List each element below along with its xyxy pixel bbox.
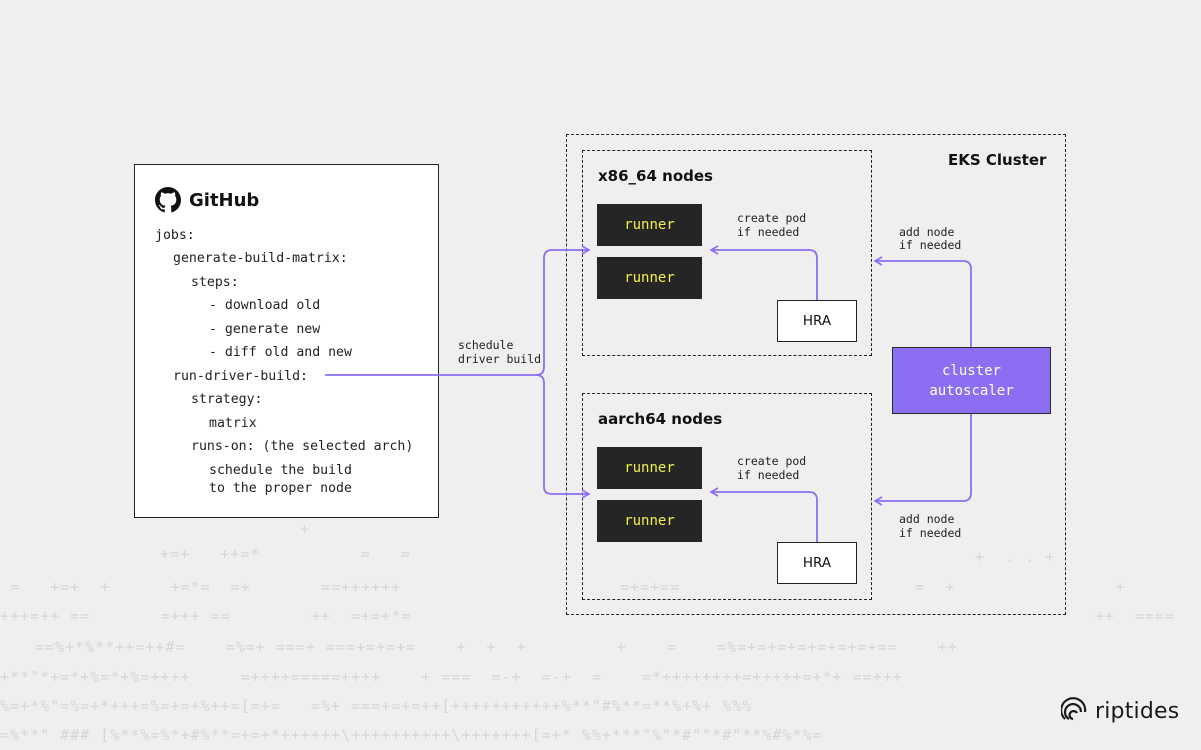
add-node-bottom-line2: if needed	[899, 526, 962, 540]
aarch64-nodes-title: aarch64 nodes	[598, 410, 723, 428]
x86-hra-arrow	[709, 245, 818, 300]
schedule-label-line1: schedule	[458, 338, 514, 352]
code-line-jobs: jobs:	[155, 228, 195, 243]
add-node-bottom-line1: add node	[899, 512, 955, 526]
eks-cluster-boundary	[566, 134, 1066, 615]
github-header: GitHub	[155, 187, 259, 213]
code-line-diff: - diff old and new	[209, 345, 352, 360]
add-node-top-line1: add node	[899, 225, 955, 239]
autoscaler-arrow-top	[873, 256, 972, 347]
code-line-schedule-build: schedule the build	[209, 463, 352, 478]
schedule-arrow-to-aarch64	[535, 374, 591, 499]
github-workflow-panel: GitHub jobs: generate-build-matrix: step…	[134, 164, 439, 518]
x86-create-pod-line2: if needed	[737, 225, 800, 239]
github-icon	[155, 187, 181, 213]
autoscaler-line1: cluster	[941, 362, 1001, 379]
code-line-generate-new: - generate new	[209, 322, 321, 337]
riptides-logo-icon	[1060, 695, 1089, 727]
code-line-matrix: matrix	[209, 416, 257, 431]
add-node-top-line2: if needed	[899, 238, 962, 252]
autoscaler-line2: autoscaler	[929, 382, 1014, 399]
github-title: GitHub	[189, 189, 260, 211]
code-line-steps: steps:	[191, 275, 239, 290]
code-line-run-driver-build: run-driver-build:	[173, 369, 308, 384]
code-line-download-old: - download old	[209, 298, 321, 313]
aarch64-hra: HRA	[777, 542, 857, 584]
aarch64-create-pod-line1: create pod	[737, 454, 807, 468]
aarch64-create-pod-line2: if needed	[737, 468, 800, 482]
x86-runner-2: runner	[597, 257, 702, 299]
schedule-label-line2: driver build	[458, 352, 542, 366]
x86-create-pod-line1: create pod	[737, 211, 807, 225]
aarch64-runner-2: runner	[597, 500, 702, 542]
code-line-proper-node: to the proper node	[209, 481, 352, 496]
code-line-strategy: strategy:	[191, 392, 263, 407]
cluster-autoscaler: cluster autoscaler	[892, 347, 1051, 414]
autoscaler-arrow-bottom	[873, 414, 972, 506]
eks-cluster-title: EKS Cluster	[948, 151, 1047, 169]
riptides-wordmark: riptides	[1095, 698, 1180, 724]
x86-runner-1: runner	[597, 204, 702, 246]
riptides-brand: riptides	[1060, 695, 1180, 727]
x86-hra: HRA	[777, 300, 857, 342]
aarch64-hra-arrow	[709, 487, 818, 542]
schedule-arrow-to-x86	[325, 245, 591, 376]
x86-nodes-title: x86_64 nodes	[598, 167, 713, 185]
aarch64-runner-1: runner	[597, 447, 702, 489]
code-line-generate-build-matrix: generate-build-matrix:	[173, 251, 348, 266]
code-line-runs-on: runs-on: (the selected arch)	[191, 439, 414, 454]
